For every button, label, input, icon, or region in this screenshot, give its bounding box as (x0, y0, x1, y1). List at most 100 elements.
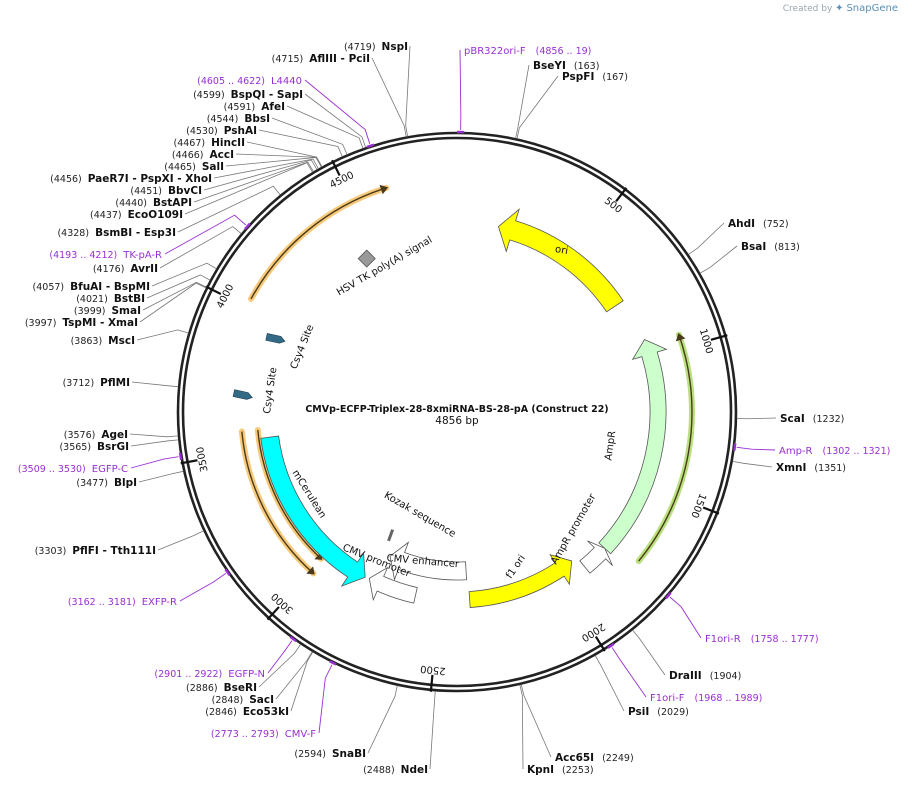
primer-f1ori-r[interactable]: F1ori-R (705, 634, 741, 645)
primer-position-amp-r: (1302 .. 1321) (823, 446, 891, 457)
primer-layer: pBR322ori-F(4856 .. 19)L4440(4605 .. 462… (18, 46, 890, 740)
snapgene-logo-icon: ✦ (835, 3, 843, 14)
feature-label-ampr: AmpR (603, 430, 618, 461)
enzyme-leader-ndei (430, 691, 435, 769)
primer-l4440[interactable]: L4440 (271, 76, 302, 87)
enzyme-leader-scai (737, 418, 776, 419)
enzyme-afliii-pcii[interactable]: AflIII - PciI (309, 53, 370, 65)
enzyme-agei[interactable]: AgeI (101, 429, 128, 441)
credit-brand: SnapGene (846, 3, 898, 14)
enzyme-leader-bbsi (272, 118, 347, 155)
credit-prefix: Created by (783, 4, 833, 14)
enzyme-position-xmni: (1351) (814, 463, 846, 474)
enzyme-position-bsmbi-esp3i: (4328) (57, 228, 89, 239)
polya-marker (358, 250, 375, 267)
enzyme-ndei[interactable]: NdeI (401, 764, 428, 776)
primer-cmv-f[interactable]: CMV-F (285, 729, 316, 740)
primer-egfp-n[interactable]: EGFP-N (228, 669, 265, 680)
enzyme-msci[interactable]: MscI (108, 335, 135, 347)
plasmid-title: CMVp-ECFP-Triplex-28-8xmiRNA-BS-28-pA (C… (305, 404, 608, 415)
enzyme-acc65i[interactable]: Acc65I (555, 752, 594, 764)
enzyme-bseri[interactable]: BseRI (224, 682, 257, 694)
csy4-marker-2 (266, 333, 286, 344)
enzyme-saci[interactable]: SacI (249, 694, 274, 706)
enzyme-leader-pflmi (132, 382, 178, 387)
enzyme-leader-acc65i (521, 685, 551, 757)
primer-egfp-c[interactable]: EGFP-C (92, 464, 128, 475)
enzyme-bstbi[interactable]: BstBI (114, 293, 145, 305)
enzyme-bbvci[interactable]: BbvCI (168, 185, 202, 197)
enzyme-leader-xmni (733, 461, 772, 467)
plasmid-length: 4856 bp (435, 415, 479, 427)
enzyme-xmni[interactable]: XmnI (776, 462, 806, 474)
enzyme-leader-bfuai-bspmi (152, 263, 216, 286)
enzyme-position-kpni: (2253) (562, 765, 594, 776)
enzyme-position-paer7i-pspxi-xhoi: (4456) (50, 174, 82, 185)
enzyme-position-draiii: (1904) (710, 671, 742, 682)
primer-pbr322ori-f[interactable]: pBR322ori-F (464, 46, 526, 57)
enzyme-bsmbi-esp3i[interactable]: BsmBI - Esp3I (95, 227, 176, 239)
enzyme-pspfi[interactable]: PspFI (562, 71, 594, 83)
enzyme-leader-pspfi (517, 76, 558, 139)
enzyme-scai[interactable]: ScaI (780, 413, 805, 425)
primer-leader-amp-r (737, 447, 775, 450)
enzyme-leader-msci (137, 330, 188, 340)
enzyme-position-bspqi-sapi: (4599) (193, 90, 225, 101)
primer-amp-r[interactable]: Amp-R (779, 446, 813, 457)
enzyme-acci[interactable]: AccI (210, 149, 234, 161)
tick-label-1500: 1500 (688, 492, 707, 520)
tick-label-500: 500 (602, 196, 624, 216)
enzyme-bbsi[interactable]: BbsI (244, 113, 270, 125)
enzyme-eco53ki[interactable]: Eco53kI (243, 706, 289, 718)
enzyme-leader-afliii-pcii (372, 58, 406, 137)
enzyme-leader-bseri (259, 644, 301, 687)
enzyme-position-blpi: (3477) (76, 478, 108, 489)
enzyme-smai[interactable]: SmaI (112, 305, 142, 317)
enzyme-position-ahdi: (752) (763, 219, 789, 230)
primer-position-l4440: (4605 .. 4622) (197, 76, 265, 87)
enzyme-position-saci: (2848) (212, 695, 244, 706)
enzyme-bsrgi[interactable]: BsrGI (97, 441, 129, 453)
enzyme-pshai[interactable]: PshAI (224, 125, 257, 137)
enzyme-paer7i-pspxi-xhoi[interactable]: PaeR7I - PspXI - XhoI (88, 173, 212, 185)
enzyme-nspi[interactable]: NspI (382, 41, 408, 53)
enzyme-psii[interactable]: PsiI (628, 706, 649, 718)
feature-label-f1-ori: f1 ori (504, 553, 528, 581)
enzyme-pflmi[interactable]: PflMI (100, 377, 130, 389)
enzyme-position-bseri: (2886) (186, 683, 218, 694)
primer-marker-exfp-r (225, 569, 229, 575)
primer-position-tk-pa-r: (4193 .. 4212) (49, 250, 117, 261)
enzyme-ecoo109i[interactable]: EcoO109I (128, 209, 183, 221)
enzyme-avrii[interactable]: AvrII (130, 263, 158, 275)
primer-position-cmv-f: (2773 .. 2793) (211, 729, 279, 740)
primer-marker-f1ori-f (608, 644, 614, 648)
enzyme-bfuai-bspmi[interactable]: BfuAI - BspMI (70, 281, 150, 293)
enzyme-kpni[interactable]: KpnI (527, 764, 554, 776)
tick-label-2000: 2000 (579, 620, 606, 643)
enzyme-bspqi-sapi[interactable]: BspQI - SapI (231, 89, 303, 101)
enzyme-position-pshai: (4530) (186, 126, 218, 137)
enzyme-tspmi-xmai[interactable]: TspMI - XmaI (62, 317, 138, 329)
primer-exfp-r[interactable]: EXFP-R (142, 597, 177, 608)
enzyme-hincii[interactable]: HincII (211, 137, 245, 149)
enzyme-snabi[interactable]: SnaBI (332, 748, 366, 760)
enzyme-draiii[interactable]: DraIII (669, 670, 702, 682)
primer-f1ori-f[interactable]: F1ori-F (650, 693, 685, 704)
enzyme-ahdi[interactable]: AhdI (728, 218, 755, 230)
enzyme-pflfi-tth111i[interactable]: PflFI - Tth111I (72, 545, 156, 557)
enzyme-bsai[interactable]: BsaI (741, 241, 766, 253)
primer-marker-egfp-c (180, 453, 181, 460)
primer-leader-f1ori-r (670, 597, 701, 638)
primer-tk-pa-r[interactable]: TK-pA-R (122, 250, 162, 261)
primer-position-f1ori-f: (1968 .. 1989) (694, 693, 762, 704)
enzyme-leader-ahdi (688, 223, 724, 254)
kozak-marker (387, 529, 394, 541)
feature-label-csy4-site-2: Csy4 Site (262, 367, 279, 415)
enzyme-bseyi[interactable]: BseYI (533, 60, 566, 72)
enzyme-sali[interactable]: SalI (202, 161, 224, 173)
enzyme-blpi[interactable]: BlpI (114, 477, 137, 489)
tick-label-2500: 2500 (420, 663, 446, 676)
enzyme-bstapi[interactable]: BstAPI (153, 197, 192, 209)
enzyme-afei[interactable]: AfeI (261, 101, 285, 113)
